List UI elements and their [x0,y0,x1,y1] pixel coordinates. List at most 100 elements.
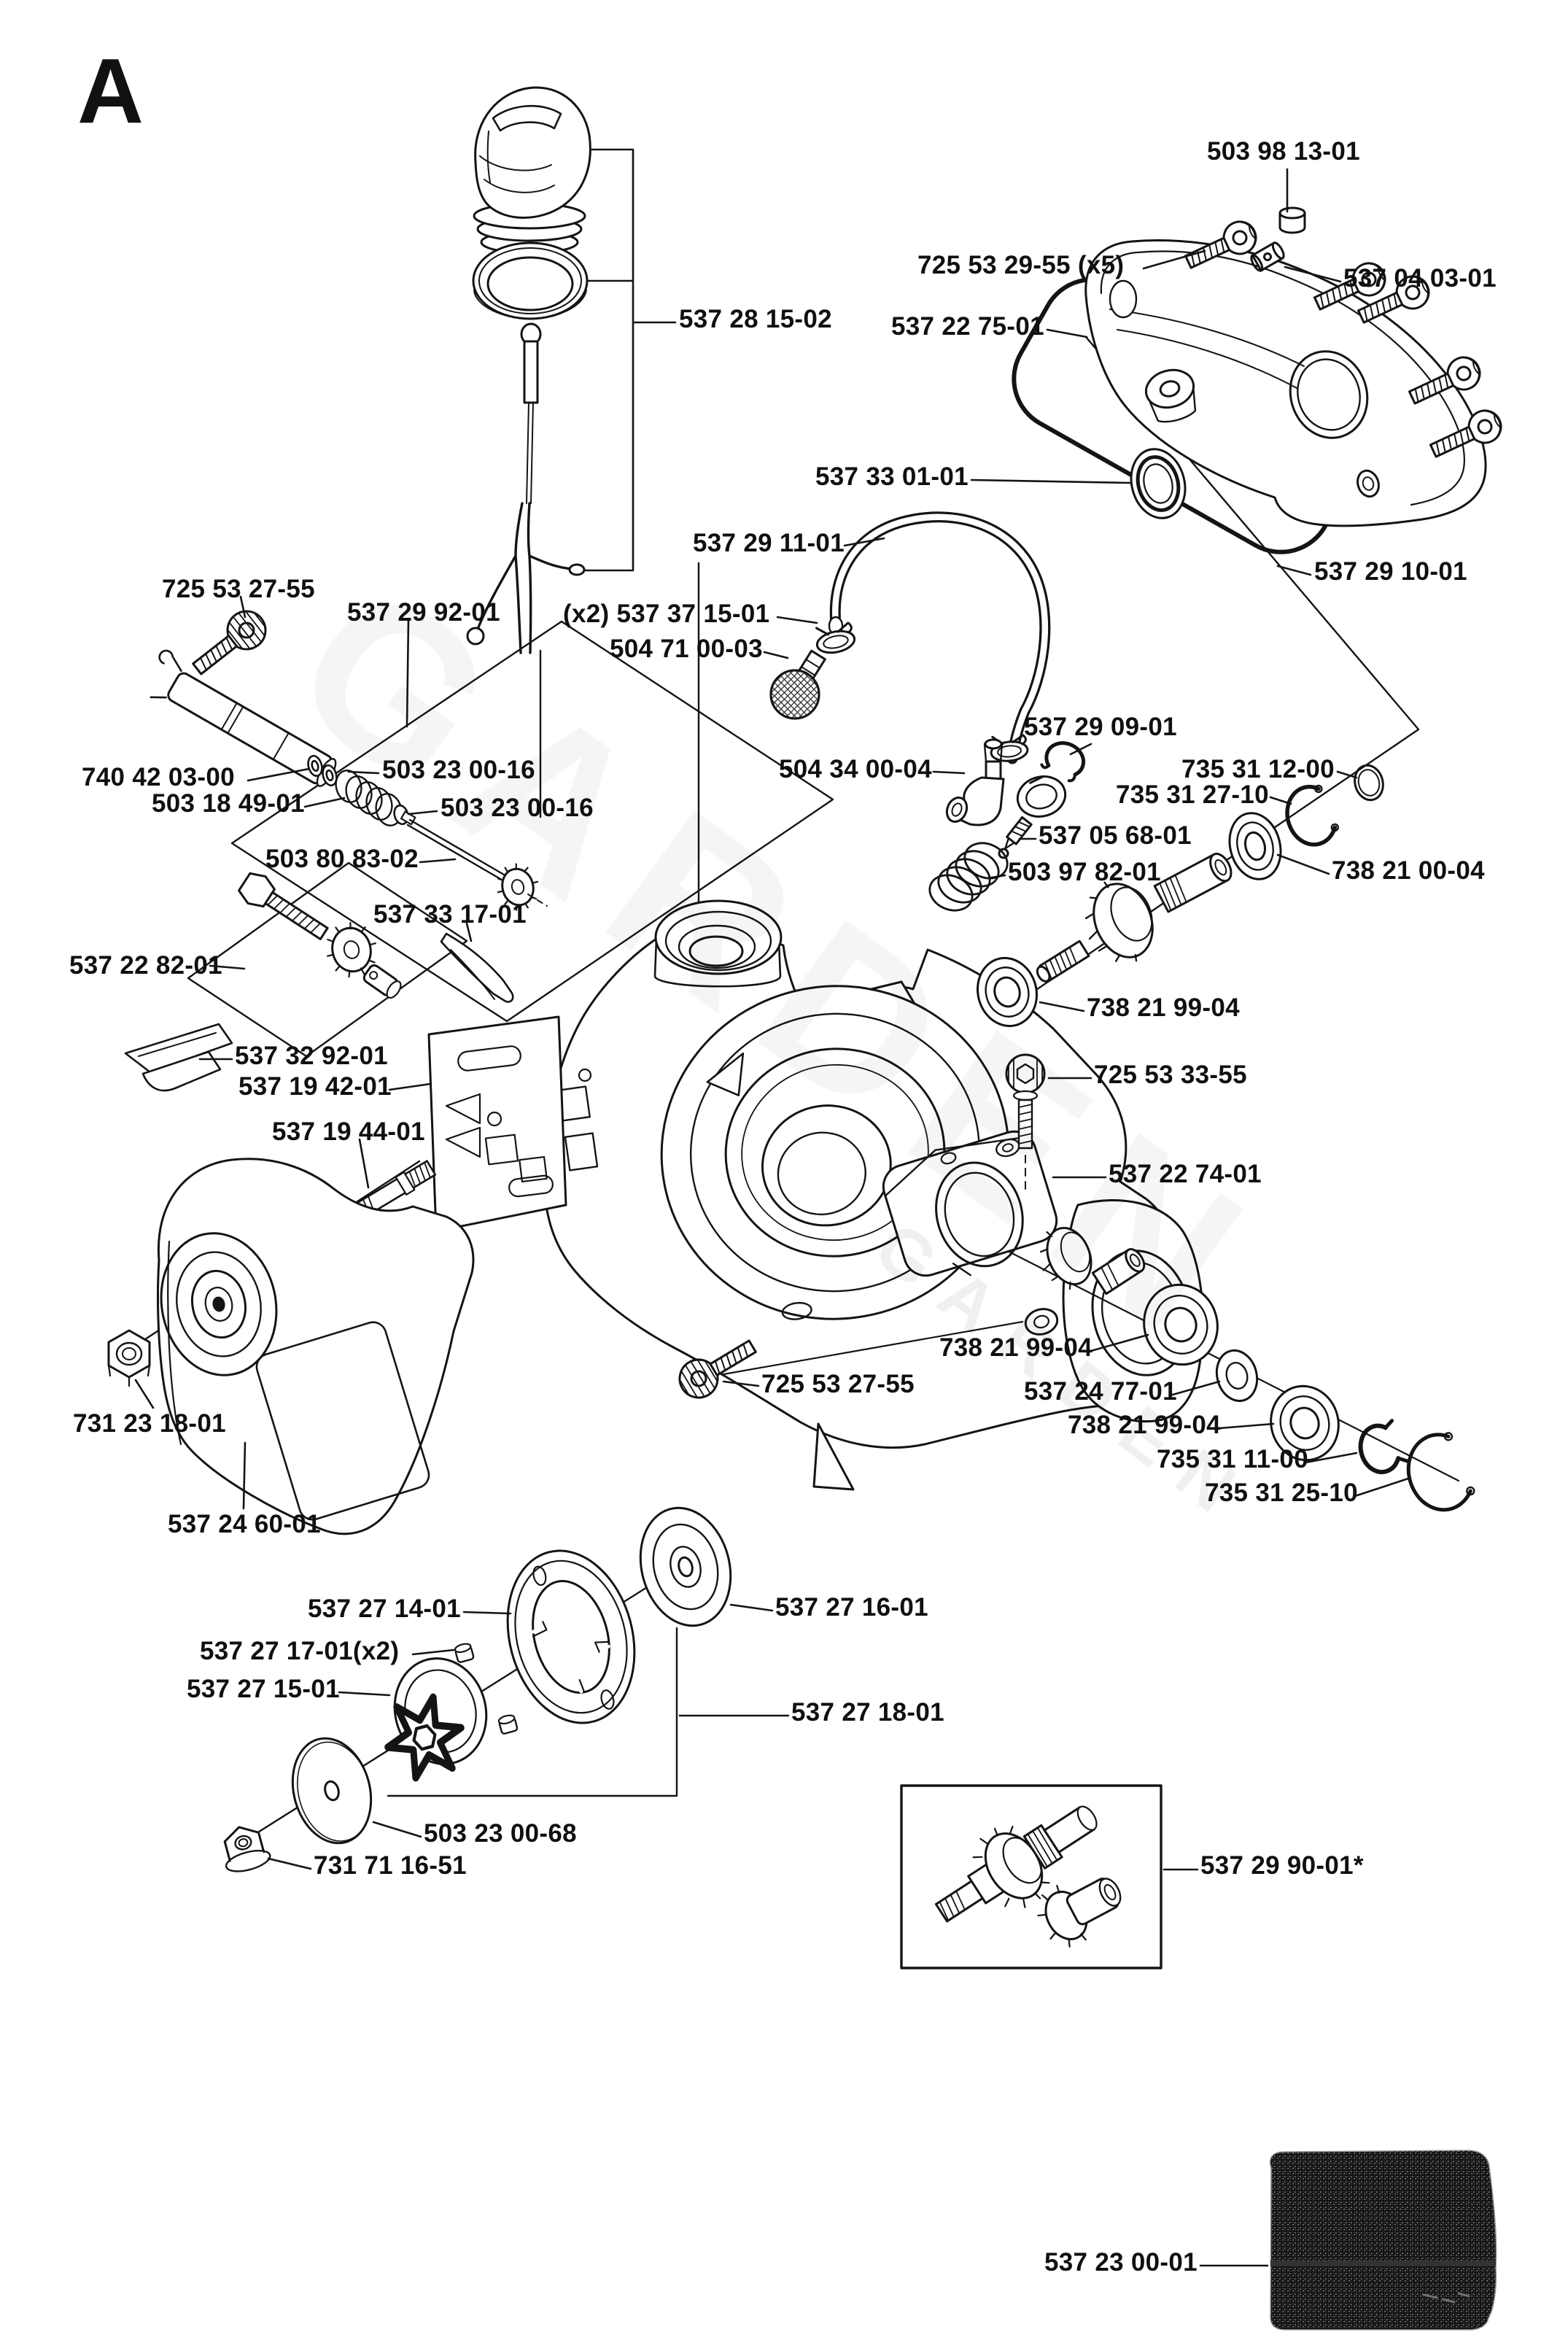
leader-fuel-hose [843,537,885,547]
leader-spacer-washer [1171,1380,1221,1396]
clutch-cover-drawing [157,1158,475,1535]
spring-right-drawing [928,842,1009,912]
outer-washer-drawing [639,1506,732,1627]
part-label-cover-bushing: 537 04 03-01 [1343,264,1497,292]
washer-pair-drawing [307,754,338,787]
leader-snap-ring-open [1354,1476,1412,1498]
leader-cover-screws [1142,249,1206,270]
part-label-circlip-small: 735 31 11-00 [1157,1445,1308,1473]
part-label-washer-pair: 740 42 03-00 [82,763,235,791]
part-label-gear-cover: 537 22 75-01 [891,312,1044,341]
housing-fin [812,1422,855,1491]
screw-axis [722,1320,1024,1376]
fuel-pickup [466,322,586,654]
leader-washer-pair [247,767,311,782]
leader-ring-16a [347,770,380,775]
part-label-spring-left: 503 18 49-01 [152,789,305,818]
leader-spring-right [986,874,1006,880]
leader-o-ring-small [1336,770,1358,779]
bearing-99c-drawing [1270,1384,1340,1462]
leader-bearing-99c [1218,1422,1275,1430]
socket-screw-drawing [1005,1053,1046,1196]
part-label-adapter-plate: 537 27 14-01 [308,1595,461,1623]
shaft-thread [1036,940,1090,983]
part-label-sprocket-kit: 537 27 18-01 [791,1698,944,1727]
o-ring-small-drawing [1354,764,1384,802]
part-label-seal-ring: 537 33 01-01 [815,462,969,491]
cover-bore [1289,350,1369,439]
leader-cover-bushing [1284,266,1342,283]
seal-ring-drawing [1130,448,1187,519]
leader-snap-ring-large [1269,796,1292,805]
part-label-bearing-99c: 738 21 99-04 [1068,1411,1221,1439]
leader-retainer-clip [1069,743,1092,756]
circlip-small-drawing [1358,1419,1410,1475]
part-label-ring-16a: 503 23 00-16 [382,756,535,784]
part-label-bearing-99b: 738 21 99-04 [939,1333,1092,1362]
part-label-retainer-clip: 537 29 09-01 [1024,713,1177,741]
bevel-gear-large [1084,881,1154,962]
snap-ring-large-drawing [1285,784,1340,847]
part-label-o-ring-small: 735 31 12-00 [1181,755,1335,783]
part-label-spacer-washer: 537 24 77-01 [1024,1377,1177,1406]
leader-bearing-99b [1090,1333,1149,1352]
leader-adapter-plate [462,1611,512,1615]
retainer-clip-drawing [1040,741,1086,783]
cover-cap-drawing [1278,206,1306,234]
adapter-plate-drawing [506,1549,636,1724]
part-label-cover-gasket: 537 29 10-01 [1314,557,1467,586]
leader-star-sprocket [338,1691,391,1697]
kit-bracket [387,1627,678,1797]
part-label-chain-plate: 537 19 42-01 [238,1072,392,1101]
part-label-bar-plate: 537 32 92-01 [235,1042,388,1070]
cap-bracket [578,148,634,572]
leader-elbow-connector [932,770,966,775]
gear-cover-plate [1084,239,1487,527]
chain-plate-drawing [427,1015,567,1233]
part-label-snap-ring-large: 735 31 27-10 [1116,780,1269,809]
part-label-clutch-cover: 537 24 60-01 [168,1510,321,1538]
part-label-check-valve: 537 05 68-01 [1039,821,1192,850]
cover-hole [1357,469,1380,498]
bearing-upper-drawing [1228,812,1282,880]
tensioner-drawing [238,872,402,999]
upper-gear-shaft-group [976,764,1384,1028]
fuel-hose-group [769,511,1086,912]
leader-ring-16b [407,810,438,815]
leader-spring-left [303,797,346,808]
leader-screw-top-left [239,595,247,619]
kit-shaft [934,1805,1098,1923]
adjuster-rod-drawing [400,810,548,911]
part-label-snap-ring-open: 735 31 25-10 [1205,1479,1358,1507]
gear-kit-box [900,1784,1163,1969]
bar-plate-drawing [124,1023,233,1092]
section-letter: A [77,39,144,142]
leader-screw-lower [722,1380,760,1387]
part-label-screw-lower: 725 53 27-55 [761,1370,915,1398]
shaft-body [1153,853,1233,913]
part-label-tube-assembly: 537 29 92-01 [347,598,500,627]
leader-chain-plate [388,1082,432,1091]
part-label-ring-16b: 503 23 00-16 [440,794,594,822]
leader-cover-gasket [1276,565,1312,576]
leader-drive-pins [411,1649,455,1656]
check-valve-drawing [998,775,1067,859]
bar-nut-drawing [107,1329,151,1387]
leader-seal-ring [970,479,1132,484]
drive-pins-drawing [454,1643,519,1735]
part-label-hose-clamps: (x2) 537 37 15-01 [563,600,770,628]
leader-clutch-cover [242,1441,247,1510]
part-label-bearing-99a: 738 21 99-04 [1087,993,1240,1022]
leader-bearing-upper [1276,853,1330,875]
leader-bar-stud [358,1138,370,1189]
leader-bearing-99a [1039,1001,1085,1012]
part-label-spring-right: 503 97 82-01 [1008,858,1161,886]
guide-blade-drawing [440,932,514,1003]
part-label-fuel-hose: 537 29 11-01 [693,529,845,557]
housing-right-boss [1024,1199,1204,1423]
part-label-screw-top-left: 725 53 27-55 [162,575,315,603]
flange-nut-drawing [223,1826,271,1872]
cover-boss [1144,368,1197,423]
